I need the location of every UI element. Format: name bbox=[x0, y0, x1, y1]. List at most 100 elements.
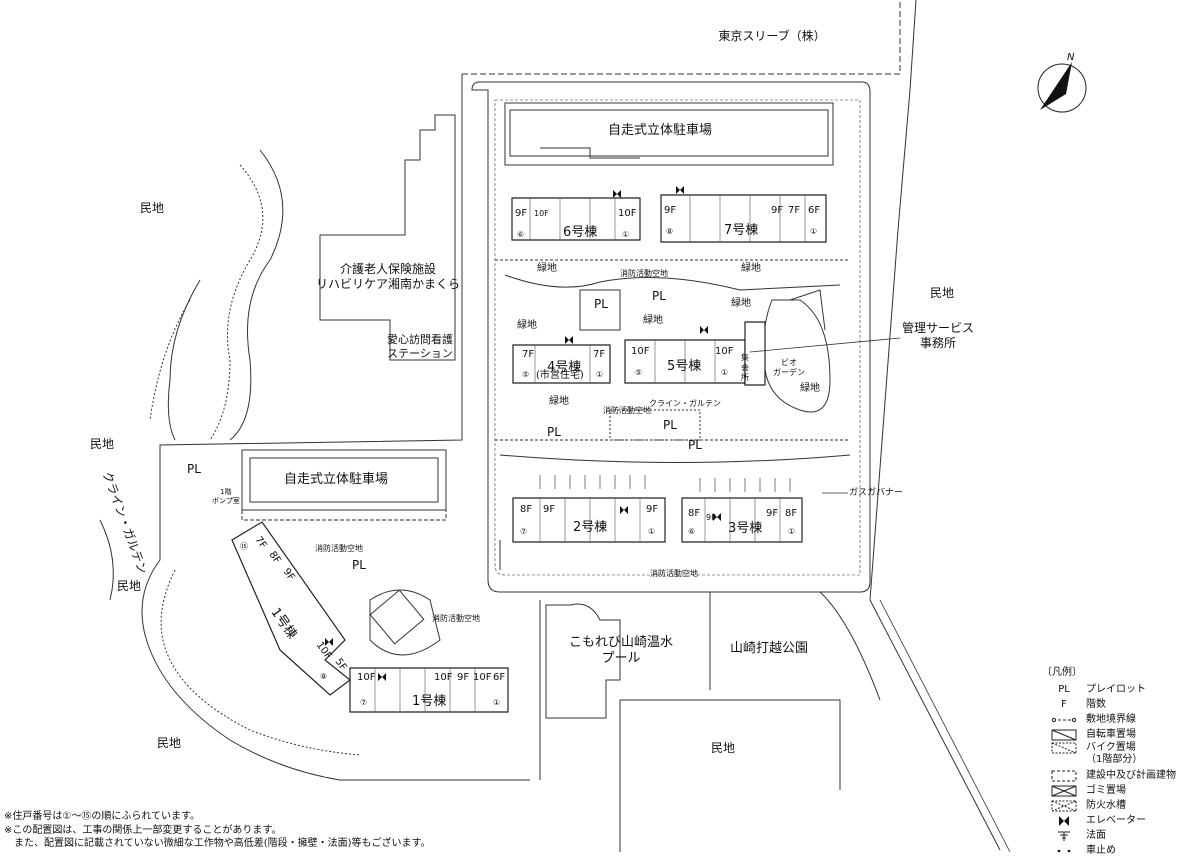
footnotes: ※住戸番号は①〜⑮の順にふられています。 ※この配置図は、工事の関係上一部変更す… bbox=[4, 810, 431, 851]
gas-governor-label: ガスガバナー bbox=[849, 488, 904, 498]
building-1-floor: 6F bbox=[493, 672, 506, 683]
building-2-floor: 9F bbox=[543, 504, 556, 515]
building-7-unit: ⑧ bbox=[666, 227, 674, 236]
boundary-line-icon bbox=[1042, 716, 1086, 724]
playlot-label-5: PL bbox=[688, 438, 702, 452]
building-6-unit: ⑥ bbox=[517, 230, 525, 239]
legend-item-construction: 建設中及び計画建物 bbox=[1042, 768, 1198, 783]
building-1-floor: 10F bbox=[473, 672, 492, 683]
nursing-station-label: 愛心訪問看護 ステーション bbox=[387, 333, 453, 360]
building-1-unit: ⑦ bbox=[360, 698, 368, 707]
building-1-floor: 10F bbox=[434, 672, 453, 683]
bicycle-parking-icon bbox=[1042, 729, 1086, 741]
fire-space-label-4: 消防活動空地 bbox=[432, 614, 480, 623]
building-5-unit: ① bbox=[721, 368, 729, 377]
building-3-unit: ① bbox=[788, 527, 796, 536]
private-land-label-3: 民地 bbox=[90, 437, 115, 451]
legend-text: 階数 bbox=[1086, 698, 1106, 710]
care-facility-label: 介護老人保険施設 リハビリケア湘南かまくら bbox=[315, 262, 461, 291]
pump-room-label: 1階 ポンプ室 bbox=[212, 488, 240, 505]
building-3-name: 3号棟 bbox=[728, 521, 763, 536]
legend-symbol: PL bbox=[1058, 684, 1070, 695]
building-4-floor: 7F bbox=[593, 349, 606, 360]
building-1-unit: ① bbox=[493, 698, 501, 707]
legend-text: エレベーター bbox=[1086, 814, 1146, 826]
legend-item-elevator: エレベーター bbox=[1042, 813, 1198, 828]
garbage-area-icon bbox=[1042, 785, 1086, 797]
green-label-6: 緑地 bbox=[549, 396, 569, 407]
park-label: 山崎打越公園 bbox=[729, 641, 809, 656]
legend-text: 敷地境界線 bbox=[1086, 713, 1136, 725]
green-label-3: 緑地 bbox=[517, 320, 537, 331]
building-4-subtitle: (市営住宅) bbox=[536, 370, 584, 381]
legend-item-floors: F 階数 bbox=[1042, 697, 1198, 712]
green-label-2: 緑地 bbox=[741, 263, 761, 274]
legend: 〔凡例〕 PL プレイロット F 階数 敷地境界線 自転車置場 バイク置場 （1… bbox=[1042, 663, 1198, 858]
legend-text: プレイロット bbox=[1086, 683, 1146, 695]
building-7-floor: 7F bbox=[788, 205, 801, 216]
building-6-unit: ① bbox=[622, 230, 630, 239]
fire-water-tank-icon bbox=[1042, 800, 1086, 812]
bollard-icon bbox=[1042, 847, 1086, 855]
building-1-floor: 10F bbox=[357, 672, 376, 683]
building-2-unit: ⑦ bbox=[520, 527, 528, 536]
legend-item-garbage: ゴミ置場 bbox=[1042, 783, 1198, 798]
management-office-label: 管理サービス 事務所 bbox=[901, 321, 975, 350]
legend-text: バイク置場 （1階部分） bbox=[1086, 742, 1143, 765]
building-2-name: 2号棟 bbox=[573, 520, 608, 535]
building-1-name: 1号棟 bbox=[412, 694, 447, 709]
building-6-floor: 9F bbox=[515, 208, 528, 219]
building-7-floor: 9F bbox=[771, 205, 784, 216]
building-5-floor: 10F bbox=[715, 346, 734, 357]
building-7-floor: 9F bbox=[664, 205, 677, 216]
playlot-label-4: PL bbox=[663, 418, 677, 432]
fire-space-label-2: 消防活動空地 bbox=[603, 406, 651, 415]
footnote: また、配置図に記載されていない微細な工作物や高低差(階段・擁壁・法面)等もござい… bbox=[4, 838, 431, 849]
green-label-7: 緑地 bbox=[800, 383, 820, 394]
legend-symbol: F bbox=[1061, 699, 1067, 710]
bio-garden-label: ビオ ガーデン bbox=[773, 358, 805, 377]
building-4-floor: 7F bbox=[522, 349, 535, 360]
building-3-floor: 9F bbox=[706, 513, 716, 522]
legend-text: ゴミ置場 bbox=[1086, 784, 1126, 796]
building-1-unit: ⑮ bbox=[240, 542, 248, 551]
building-2-floor: 8F bbox=[520, 504, 533, 515]
building-5-floor: 10F bbox=[631, 346, 650, 357]
legend-text: 防火水槽 bbox=[1086, 799, 1126, 811]
building-1-unit: ⑧ bbox=[320, 672, 328, 681]
building-1-floor: 9F bbox=[457, 672, 470, 683]
building-2-floor: 9F bbox=[646, 504, 659, 515]
legend-text: 車止め bbox=[1086, 844, 1116, 856]
fire-space-label-1: 消防活動空地 bbox=[620, 269, 668, 278]
green-label-4: 緑地 bbox=[643, 315, 663, 326]
legend-title: 〔凡例〕 bbox=[1042, 667, 1082, 678]
building-4-name: 4号棟 bbox=[547, 360, 582, 375]
legend-item-water-tank: 防火水槽 bbox=[1042, 798, 1198, 813]
bike-parking-icon bbox=[1042, 742, 1086, 754]
legend-item-boundary: 敷地境界線 bbox=[1042, 712, 1198, 727]
building-6-name: 6号棟 bbox=[563, 225, 598, 240]
building-7-name: 7号棟 bbox=[724, 223, 759, 238]
footnote: ※住戸番号は①〜⑮の順にふられています。 bbox=[4, 811, 201, 822]
legend-item-bollard: 車止め bbox=[1042, 843, 1198, 858]
playlot-label-3: PL bbox=[547, 425, 561, 439]
building-3-floor: 8F bbox=[688, 508, 701, 519]
building-7-floor: 6F bbox=[808, 205, 821, 216]
fire-space-label-3: 消防活動空地 bbox=[315, 544, 363, 553]
compass-north-label: N bbox=[1067, 52, 1075, 63]
playlot-label-7: PL bbox=[352, 558, 366, 572]
under-construction-icon bbox=[1042, 770, 1086, 782]
legend-text: 自転車置場 bbox=[1086, 728, 1136, 740]
building-3-floor: 8F bbox=[785, 508, 798, 519]
legend-text: 法面 bbox=[1086, 829, 1106, 841]
building-7-unit: ① bbox=[810, 227, 818, 236]
kleingarten-center-label: クライン・ガルテン bbox=[649, 399, 721, 408]
green-label-5: 緑地 bbox=[731, 298, 751, 309]
building-5-unit: ⑤ bbox=[635, 368, 643, 377]
building-3-unit: ⑥ bbox=[688, 527, 696, 536]
building-3-floor: 9F bbox=[766, 508, 779, 519]
north-parking-label: 自走式立体駐車場 bbox=[607, 123, 713, 138]
private-land-label-2: 民地 bbox=[930, 286, 955, 300]
building-6-floor: 10F bbox=[534, 209, 549, 218]
